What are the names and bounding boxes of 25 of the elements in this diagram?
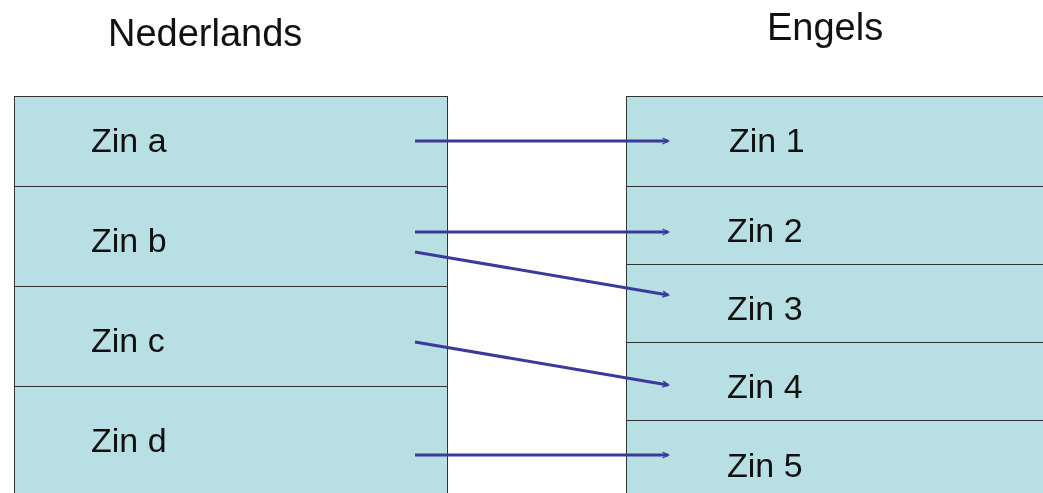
sentence-label: Zin 1: [729, 123, 805, 157]
arrow: [414, 340, 670, 388]
sentence-label: Zin d: [91, 423, 167, 457]
arrow: [415, 228, 670, 236]
sentence-box: [626, 96, 1043, 187]
sentence-label: Zin 2: [727, 213, 803, 247]
sentence-box: [14, 386, 448, 493]
arrow: [414, 250, 670, 298]
sentence-label: Zin 5: [727, 448, 803, 482]
arrow: [415, 451, 670, 459]
arrow: [415, 137, 670, 145]
sentence-box: [626, 264, 1043, 343]
sentence-box: [626, 420, 1043, 493]
column-heading: Engels: [767, 8, 884, 46]
sentence-label: Zin 4: [727, 369, 803, 403]
sentence-box: [14, 186, 448, 287]
sentence-label: Zin a: [91, 123, 167, 157]
sentence-box: [14, 96, 448, 187]
sentence-label: Zin 3: [727, 291, 803, 325]
sentence-box: [14, 286, 448, 387]
sentence-label: Zin b: [91, 223, 167, 257]
column-heading: Nederlands: [108, 14, 303, 52]
sentence-box: [626, 342, 1043, 421]
sentence-box: [626, 186, 1043, 265]
sentence-label: Zin c: [91, 323, 165, 357]
